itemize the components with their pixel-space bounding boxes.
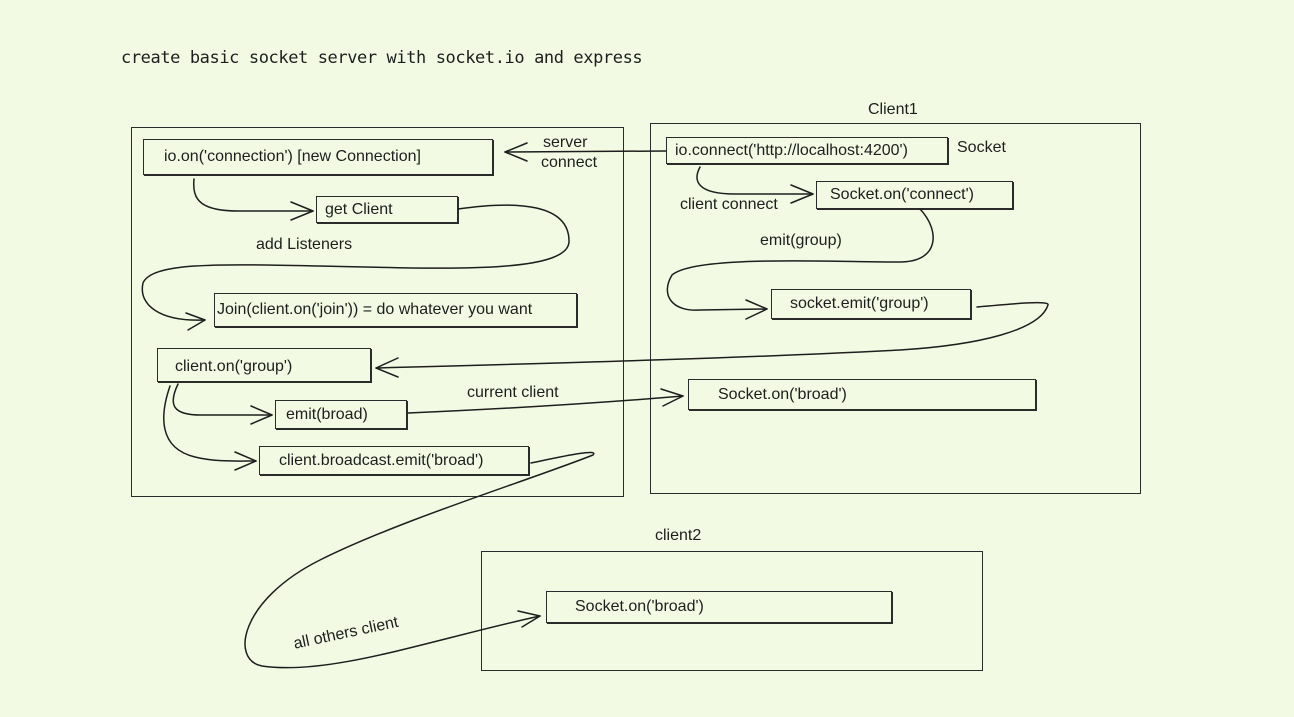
client-on-group-box: client.on('group') [157,348,371,382]
arrow-current-client [407,388,684,414]
add-listeners-label: add Listeners [256,236,353,253]
current-client-label: current client [467,384,559,401]
emit-group-label: emit(group) [760,232,842,249]
emit-broad-box: emit(broad) [275,400,407,429]
io-on-connection-box: io.on('connection') [new Connection] [143,139,493,175]
broadcast-emit-box: client.broadcast.emit('broad') [259,446,529,475]
client-on-group-text: client.on('group') [175,358,293,375]
arrow-emit-group [666,208,934,320]
arrow-broadcast [163,385,257,471]
io-connect-text: io.connect('http://localhost:4200') [675,141,908,159]
client1-socket-on-broad-box: Socket.on('broad') [688,379,1036,410]
arrow-group [375,301,1049,378]
client2-frame [481,551,983,671]
diagram-title: create basic socket server with socket.i… [121,48,643,68]
arrow-get-client [192,178,314,221]
client2-socket-on-broad-box: Socket.on('broad') [546,591,892,623]
socket-emit-group-text: socket.emit('group') [790,295,929,312]
arrow-add-listeners [141,204,570,331]
join-box: Join(client.on('join')) = do whatever yo… [214,293,577,327]
server-frame [131,127,624,497]
client2-socket-on-broad-text: Socket.on('broad') [575,598,704,615]
arrow-server-connect [504,142,667,162]
get-client-text: get Client [325,200,393,218]
arrow-all-others-client [244,451,595,669]
server-connect-label-line1: server [543,134,588,151]
join-text: Join(client.on('join')) = do whatever yo… [217,301,533,318]
socket-on-connect-text: Socket.on('connect') [830,186,974,203]
arrow-client-connect [696,166,814,204]
socket-on-connect-box: Socket.on('connect') [816,181,1013,209]
socket-label: Socket [957,139,1006,156]
socket-emit-group-box: socket.emit('group') [771,289,971,319]
client-connect-label: client connect [680,196,778,213]
server-connect-label-line2: connect [541,154,598,171]
client1-frame [650,123,1141,494]
client2-title: client2 [655,527,702,544]
arrow-emit-broad [172,383,273,425]
client1-socket-on-broad-text: Socket.on('broad') [718,385,847,403]
client1-title: Client1 [868,101,918,118]
broadcast-emit-text: client.broadcast.emit('broad') [279,451,484,469]
io-on-connection-text: io.on('connection') [new Connection] [164,148,421,165]
emit-broad-text: emit(broad) [286,405,368,423]
